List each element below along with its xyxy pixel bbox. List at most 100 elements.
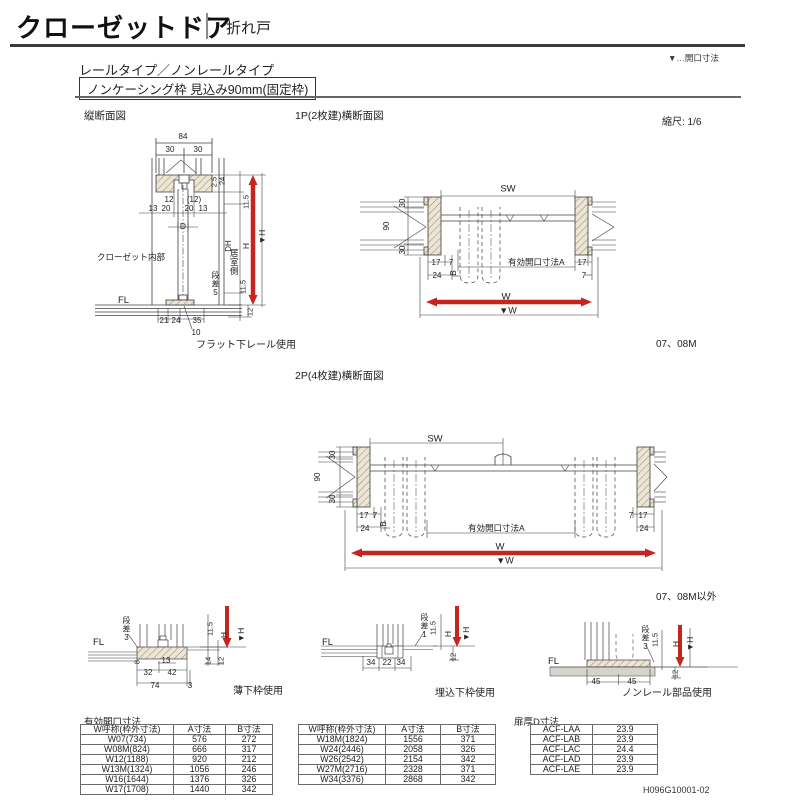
dim-24-bottom: 24 bbox=[171, 316, 181, 325]
table-cell: 326 bbox=[440, 744, 496, 755]
dim-22-recessed: 22 bbox=[382, 658, 392, 667]
detail-recessed-sill-drawing bbox=[321, 606, 475, 671]
dim-7-left-1p: 7 bbox=[448, 258, 454, 267]
dim-w-opening-1p: ▼W bbox=[499, 305, 517, 316]
dim-7-right-2p: 7 bbox=[628, 511, 634, 520]
width-arrow-head-left bbox=[426, 297, 437, 307]
effective-opening-a-2p: 有効開口寸法A bbox=[468, 523, 525, 533]
dim-24-top: 24 bbox=[217, 176, 227, 186]
dim-32-thin: 32 bbox=[143, 668, 153, 677]
dim-17-left-1p: 17 bbox=[431, 258, 441, 267]
room-side-label: 居室側 bbox=[229, 248, 240, 276]
table-cell: 272 bbox=[225, 734, 273, 745]
dim-30-right: 30 bbox=[193, 145, 203, 154]
dim-12-recessed: 12 bbox=[448, 652, 458, 662]
step-3-nonrail: 段差3 bbox=[641, 624, 650, 652]
table-cell: 246 bbox=[225, 764, 273, 775]
dim-11-5-top: 11.5 bbox=[241, 194, 251, 210]
dim-h-opening-recessed: ▼H bbox=[460, 626, 471, 642]
dim-20-b: 20 bbox=[184, 204, 194, 213]
section-2p-note: 07、08M以外 bbox=[656, 592, 717, 603]
fl-label-recessed: FL bbox=[322, 637, 334, 648]
table-cell: W08M(824) bbox=[80, 744, 174, 755]
table-cell: 2154 bbox=[385, 754, 441, 765]
step-3-thin: 段差3 bbox=[122, 615, 131, 643]
dim-h-opening-nonrail: ▼H bbox=[684, 636, 695, 652]
dim-h: H bbox=[240, 242, 251, 250]
dim-17-right-1p: 17 bbox=[577, 258, 587, 267]
table-cell: 920 bbox=[173, 754, 226, 765]
dim-11-5-thin: 11.5 bbox=[205, 621, 215, 637]
dim-30-bottom-1p: 30 bbox=[398, 245, 407, 255]
dim-h-opening: ▼H bbox=[256, 229, 267, 245]
table-cell: W18M(1824) bbox=[298, 734, 386, 745]
table-cell: W24(2446) bbox=[298, 744, 386, 755]
scale-label: 縮尺: 1/6 bbox=[662, 117, 702, 128]
table-cell: 2328 bbox=[385, 764, 441, 775]
col-w-name: W呼称(枠外寸法) bbox=[80, 724, 174, 735]
dim-10: 10 bbox=[191, 328, 201, 337]
dim-34-b-recessed: 34 bbox=[396, 658, 406, 667]
nonrail-caption: ノンレール部品使用 bbox=[622, 688, 712, 699]
dim-14-thin: 14 bbox=[203, 656, 213, 666]
thin-sill-caption: 薄下枠使用 bbox=[233, 686, 283, 697]
dim-90-1p: 90 bbox=[382, 221, 391, 231]
table-cell: ACF-LAB bbox=[530, 734, 593, 745]
table-cell: 2868 bbox=[385, 774, 441, 785]
dim-30-top-2p: 30 bbox=[328, 450, 337, 460]
table-cell: 212 bbox=[225, 754, 273, 765]
step-5-label: 段差5 bbox=[211, 270, 220, 298]
dim-w-opening-2p: ▼W bbox=[496, 555, 514, 566]
dim-7-left-2p: 7 bbox=[372, 511, 378, 520]
table-cell: W27M(2716) bbox=[298, 764, 386, 775]
dim-h-recessed: H bbox=[442, 630, 453, 638]
closet-interior-label: クローゼット内部 bbox=[97, 252, 166, 262]
table-header-row: W呼称(枠外寸法) A寸法 B寸法 bbox=[298, 724, 496, 735]
table-cell: 371 bbox=[440, 734, 496, 745]
height-arrow-head-top bbox=[248, 175, 258, 185]
dim-b-1p: B bbox=[447, 270, 458, 276]
table-cell: W17(1708) bbox=[80, 784, 174, 795]
table-cell: W12(1188) bbox=[80, 754, 174, 765]
table-cell: W07(734) bbox=[80, 734, 174, 745]
table-cell: 2058 bbox=[385, 744, 441, 755]
col-b-dim: B寸法 bbox=[225, 724, 273, 735]
col-b-dim: B寸法 bbox=[440, 724, 496, 735]
page-title: クローゼットドア bbox=[16, 13, 233, 43]
section-1p-title: 1P(2枚建)横断面図 bbox=[295, 110, 384, 122]
table-cell: ACF-LAA bbox=[530, 724, 593, 735]
table-cell: 342 bbox=[440, 774, 496, 785]
width-arrow-2p-head-right bbox=[645, 548, 656, 558]
flat-rail-caption: フラット下レール使用 bbox=[196, 340, 296, 351]
dim-24-right-2p: 24 bbox=[639, 524, 649, 533]
dim-3-thin: 3 bbox=[187, 681, 193, 690]
section-1p-drawing bbox=[360, 190, 616, 318]
dim-34-a-recessed: 34 bbox=[366, 658, 376, 667]
col-a-dim: A寸法 bbox=[385, 724, 441, 735]
vertical-section-title: 縦断面図 bbox=[84, 110, 126, 122]
title-divider bbox=[206, 13, 208, 39]
dim-door-thickness-d: D bbox=[179, 220, 187, 231]
table-cell: 1056 bbox=[173, 764, 226, 775]
dim-13-a: 13 bbox=[148, 204, 158, 213]
dim-17-right-2p: 17 bbox=[638, 511, 648, 520]
effective-opening-a-1p: 有効開口寸法A bbox=[508, 257, 565, 267]
fl-label-nonrail: FL bbox=[548, 656, 560, 667]
table-cell: W16(1644) bbox=[80, 774, 174, 785]
vertical-section-drawing bbox=[95, 138, 266, 330]
rail-type-line: レールタイプ／ノンレールタイプ bbox=[79, 63, 275, 78]
table-cell: 1376 bbox=[173, 774, 226, 785]
